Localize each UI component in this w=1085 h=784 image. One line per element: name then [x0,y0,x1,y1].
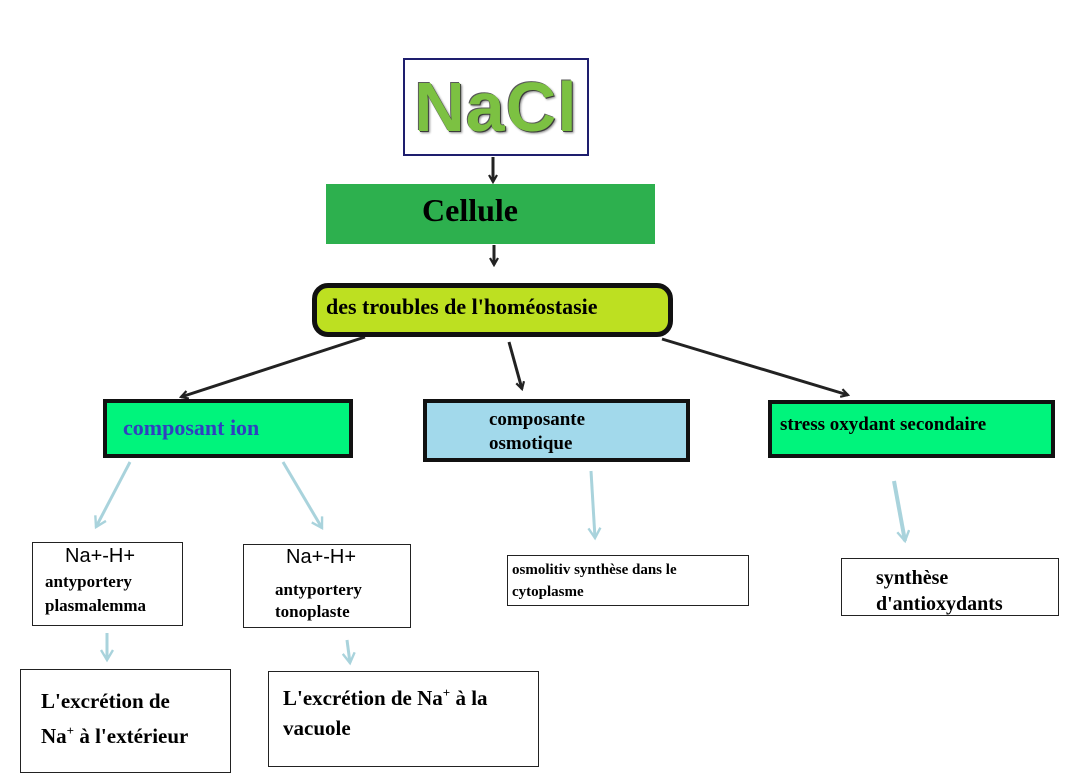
excr1-superscript: + [66,723,75,738]
plasmalemma-antiporter-title: Na+-H+ [65,545,136,567]
tonoplast-antiporter-box: Na+-H+ antyportery tonoplaste [243,544,411,628]
osmolitiv-line-1: osmolitiv synthèse dans le [512,562,677,578]
excretion-outside-box: L'excrétion de Na+ à l'extérieur [20,669,231,773]
arrow-osmotic-to-osmolitiv [591,470,595,538]
arrow-homeostasis-to-stress [661,337,848,395]
antioxidant-synthesis-box: synthèse d'antioxydants [841,558,1059,616]
osmotic-component-box: composante osmotique [423,399,690,462]
arrow-homeostasis-to-osmotic [507,341,522,389]
osmotic-line-1: composante [489,409,586,430]
arrow-ion-to-plasma [96,461,132,527]
plasmalemma-antiporter-box: Na+-H+ antyportery plasmalemma [32,542,183,626]
oxidative-stress-box: stress oxydant secondaire [768,400,1055,458]
excr2-line-2: vacuole [283,716,351,740]
excr2-line-1a: L'excrétion de Na [283,686,443,710]
homeostasis-box: des troubles de l'homéostasie [312,283,673,337]
plasma-line-2: plasmalemma [45,596,147,615]
ion-component-box: composant ion [103,399,353,458]
tonoplast-antiporter-text: antyportery tonoplaste [275,579,362,623]
homeostasis-label: des troubles de l'homéostasie [326,294,598,319]
arrow-stress-to-antiox [892,480,905,541]
excr1-na: Na [41,724,67,748]
ion-component-label: composant ion [123,415,260,440]
excretion-vacuole-label: L'excrétion de Na+ à la vacuole [283,678,488,743]
osmolyte-synthesis-label: osmolitiv synthèse dans le cytoplasme [512,559,677,603]
tono-line-1: antyportery [275,580,362,599]
osmotic-component-label: composante osmotique [489,408,585,456]
osmolyte-synthesis-box: osmolitiv synthèse dans le cytoplasme [507,555,749,606]
oxidative-stress-label: stress oxydant secondaire [780,414,987,435]
tono-line-2: tonoplaste [275,602,350,621]
arrow-homeostasis-to-ion [181,335,366,397]
arrow-ion-to-tono [281,461,324,528]
antiox-line-2: d'antioxydants [876,593,1003,615]
excretion-outside-label: L'excrétion de Na+ à l'extérieur [41,686,188,751]
cellule-box: Cellule [326,184,655,244]
excr2-line-1b: à la [450,686,488,710]
cellule-label: Cellule [422,192,518,228]
nacl-label: NaCl [414,68,578,146]
osmotic-line-2: osmotique [489,433,573,454]
osmolitiv-line-2: cytoplasme [512,584,584,600]
excretion-vacuole-box: L'excrétion de Na+ à la vacuole [268,671,539,767]
plasma-line-1: antyportery [45,572,132,591]
antioxidant-synthesis-label: synthèse d'antioxydants [876,565,1003,617]
tonoplast-antiporter-title: Na+-H+ [286,546,357,568]
arrow-tono-to-excr2 [347,639,350,663]
nacl-box: NaCl [403,58,589,156]
excr2-superscript: + [442,685,451,700]
excr1-rest: à l'extérieur [74,724,189,748]
antiox-line-1: synthèse [876,567,949,589]
excr1-line-1: L'excrétion de [41,689,170,713]
plasmalemma-antiporter-text: antyportery plasmalemma [45,570,146,618]
